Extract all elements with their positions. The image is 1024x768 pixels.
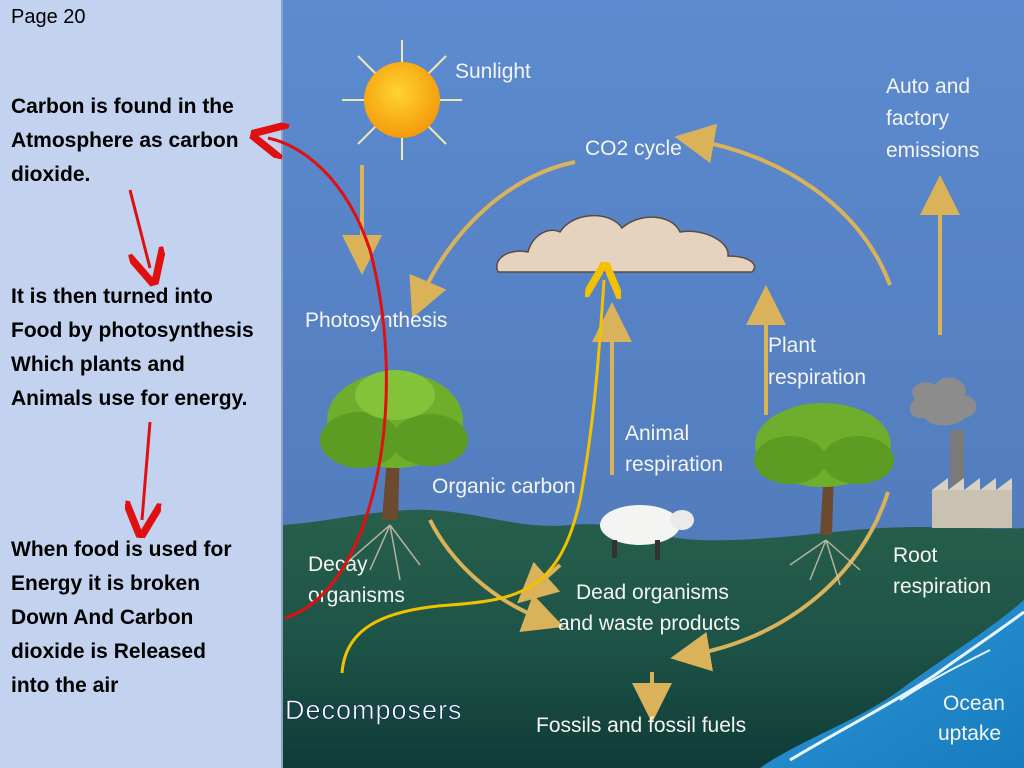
label-animal-1: Animal	[625, 422, 689, 445]
label-animal-2: respiration	[625, 453, 723, 476]
root-respiration-arrow	[670, 491, 890, 672]
sheep-icon	[600, 505, 694, 560]
label-plant-1: Plant	[768, 334, 816, 357]
red-arrow-down-2	[142, 421, 150, 520]
yellow-arrow	[340, 280, 604, 674]
label-dead-2: and waste products	[558, 612, 740, 635]
label-photosynthesis: Photosynthesis	[305, 309, 447, 332]
label-co2-cycle: CO2 cycle	[585, 137, 682, 160]
factory-icon	[909, 377, 1012, 528]
label-auto-1: Auto and	[886, 75, 970, 98]
label-sunlight: Sunlight	[455, 60, 531, 83]
label-root-2: respiration	[893, 575, 991, 598]
ocean-wave	[789, 610, 1024, 762]
photosynthesis-text: It is then turned into Food by photosynt…	[11, 285, 254, 410]
label-decay-1: Decay	[308, 553, 368, 576]
sun-icon	[342, 40, 462, 160]
label-fossils: Fossils and fossil fuels	[536, 714, 746, 737]
tree-left	[320, 370, 468, 520]
label-root-1: Root	[893, 544, 938, 567]
ocean	[760, 600, 1024, 768]
red-arrow-curve	[268, 138, 388, 620]
label-ocean-2: uptake	[938, 722, 1001, 745]
emissions-to-co2-arrow	[674, 123, 892, 286]
page-number: Page 20	[11, 6, 86, 28]
respiration-text: When food is used for Energy it is broke…	[11, 538, 232, 697]
label-auto-2: factory	[886, 107, 950, 130]
label-plant-2: respiration	[768, 366, 866, 389]
red-arrow-down-1	[130, 189, 150, 268]
label-ocean-1: Ocean	[943, 692, 1005, 715]
label-organic-carbon: Organic carbon	[432, 475, 576, 498]
label-decomposers: Decomposers	[285, 695, 463, 725]
ocean-wave	[899, 649, 991, 701]
cloud	[496, 215, 756, 273]
organic-carbon-arrow	[428, 519, 564, 632]
tree-right	[754, 403, 894, 535]
carbon-atmosphere-text: Carbon is found in the Atmosphere as car…	[11, 95, 239, 186]
decay-arrow	[517, 561, 562, 604]
text-panel: Page 20 Carbon is found in the Atmospher…	[0, 0, 283, 768]
label-auto-3: emissions	[886, 139, 979, 162]
label-dead-1: Dead organisms	[576, 581, 729, 604]
co2-to-photosynthesis-arrow	[409, 160, 576, 319]
roots	[349, 524, 861, 586]
label-decay-2: organisms	[308, 584, 405, 607]
